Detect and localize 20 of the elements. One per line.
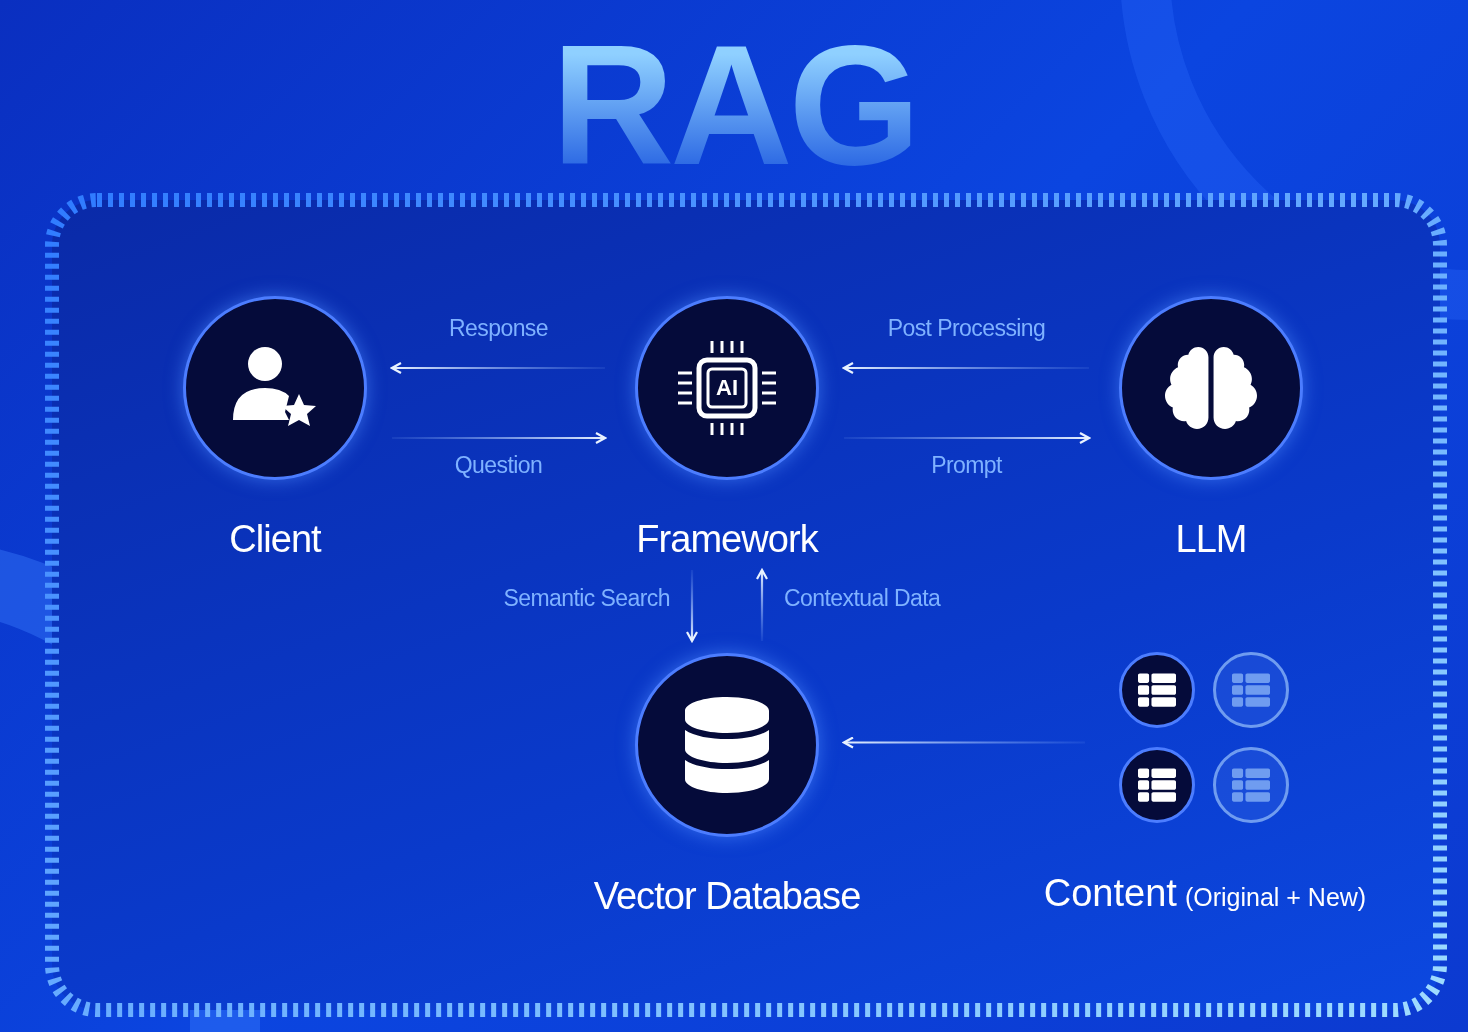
node-label: Content — [1043, 871, 1177, 916]
edge-label: Post Processing — [887, 314, 1046, 342]
node-label: LLM — [1175, 517, 1247, 562]
chip-text: AI — [716, 377, 738, 399]
arrow — [390, 361, 605, 375]
arrow — [685, 570, 699, 643]
edge-label: Contextual Data — [784, 583, 941, 612]
arrow — [392, 431, 607, 445]
edge-label: Response — [449, 314, 548, 342]
arrow — [755, 568, 769, 641]
edge-label: Prompt — [931, 451, 1002, 479]
node-label: Framework — [636, 517, 818, 562]
node-label: Client — [229, 517, 321, 562]
arrow — [844, 431, 1091, 445]
arrow — [842, 361, 1089, 375]
edge-label: Semantic Search — [503, 583, 670, 612]
node-sublabel: (Original + New) — [1184, 882, 1367, 913]
edge-label: Question — [454, 451, 543, 479]
node-label: Vector Database — [593, 874, 861, 919]
arrow — [842, 736, 1085, 749]
